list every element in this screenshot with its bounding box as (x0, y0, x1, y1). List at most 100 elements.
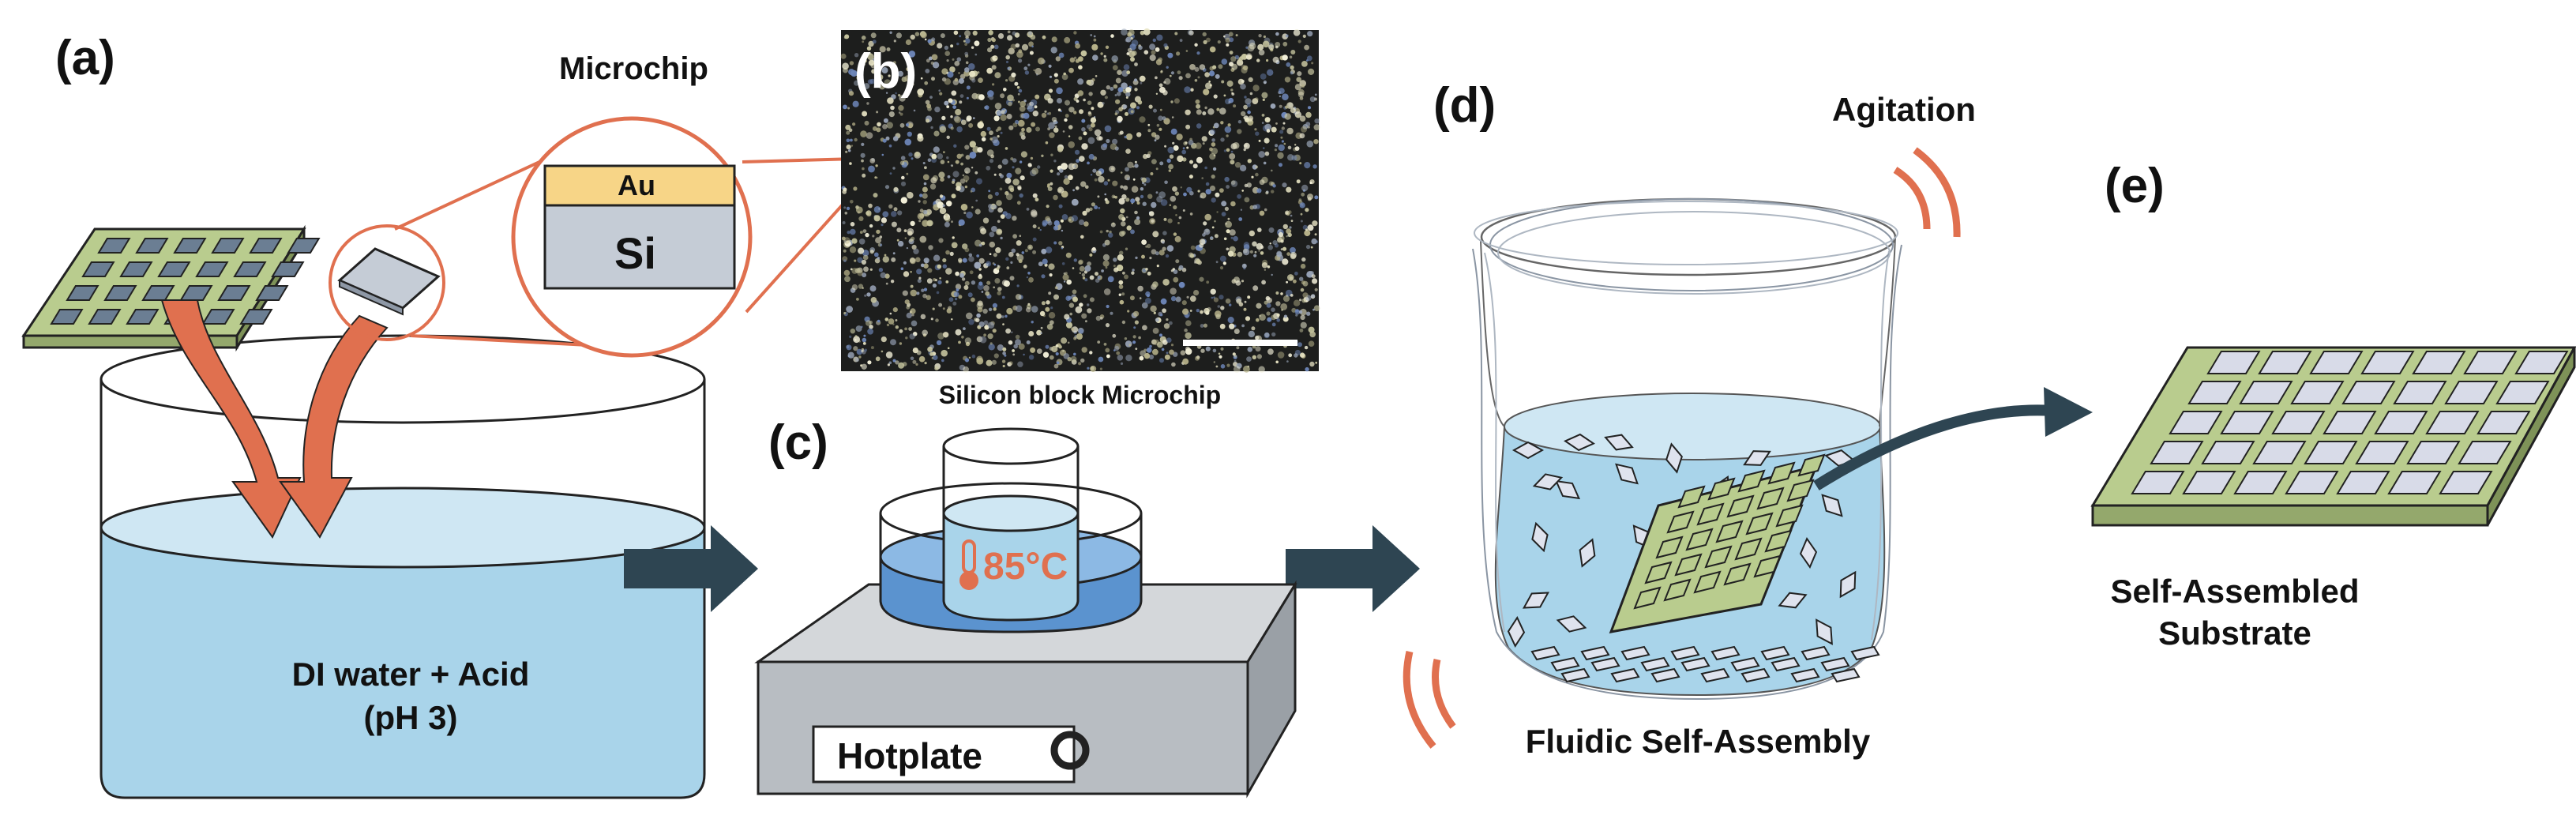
particle (1032, 237, 1037, 242)
particle (1145, 245, 1148, 248)
particle (1125, 167, 1129, 172)
particle (996, 200, 1002, 206)
particle (1038, 57, 1045, 65)
particle (1100, 317, 1103, 320)
particle (1243, 248, 1250, 256)
particle (1282, 54, 1288, 61)
particle (1194, 66, 1200, 72)
particle (993, 353, 999, 359)
particle (1225, 220, 1232, 228)
settled-chip (1771, 656, 1801, 672)
particle (1073, 111, 1077, 115)
particle (860, 364, 863, 367)
particle (1005, 257, 1009, 261)
assembled-chip (2187, 381, 2242, 404)
particle (1016, 51, 1023, 58)
substrate-pocket (1734, 537, 1763, 561)
particle (1026, 208, 1030, 211)
particle (1263, 80, 1267, 85)
particle (1007, 35, 1013, 41)
particle (920, 32, 927, 39)
particle (1130, 57, 1135, 62)
particle (1149, 43, 1156, 51)
particle (969, 141, 977, 148)
particle (1229, 303, 1232, 306)
particle (1155, 191, 1158, 194)
particle (842, 236, 846, 241)
particle (1007, 362, 1012, 366)
particle (1018, 58, 1023, 63)
floating-chip (1821, 494, 1843, 517)
particle (1008, 47, 1015, 54)
agitation-waves-bottom (1403, 650, 1456, 749)
particle (1030, 156, 1034, 160)
particle (1081, 118, 1086, 123)
particle (1301, 280, 1305, 285)
particle (1103, 54, 1106, 58)
particle (1044, 110, 1047, 113)
particle (1286, 62, 1291, 67)
particle (1053, 294, 1059, 300)
particle (1098, 175, 1105, 183)
particle (1113, 265, 1116, 268)
particle (1252, 241, 1257, 247)
hotplate-knob[interactable] (1050, 731, 1090, 770)
particle (863, 83, 870, 89)
particle (910, 289, 918, 297)
particle (1200, 310, 1204, 314)
particle (974, 171, 978, 175)
particle (1294, 146, 1300, 152)
particle (1080, 50, 1087, 57)
particle (910, 220, 915, 227)
particle (1259, 314, 1266, 321)
particle (1255, 346, 1261, 352)
particle (891, 211, 897, 217)
particle (1307, 194, 1313, 201)
particle (1158, 191, 1166, 199)
particle (946, 156, 949, 160)
particle (881, 153, 884, 156)
particle (860, 152, 866, 158)
particle (1118, 293, 1122, 296)
particle (968, 356, 971, 359)
particle (1117, 355, 1124, 361)
beaker-solution-label: DI water + Acid (291, 656, 530, 693)
particle (1005, 60, 1009, 64)
particle (1287, 232, 1292, 238)
particle (1196, 103, 1201, 109)
assembled-chip (2258, 351, 2312, 374)
particle (931, 77, 935, 81)
particle (985, 291, 990, 296)
particle (1300, 308, 1307, 316)
settled-chip (1790, 667, 1820, 683)
particle (850, 222, 855, 227)
particle (1258, 34, 1262, 38)
particle (1097, 101, 1104, 108)
particle (1012, 158, 1017, 163)
particle (1045, 141, 1049, 145)
particle (908, 327, 912, 331)
particle (1181, 149, 1187, 155)
substrate-pocket (287, 238, 321, 254)
particle (1117, 254, 1124, 261)
particle (1237, 194, 1241, 199)
particle (1270, 103, 1276, 109)
particle (1128, 29, 1135, 36)
particle (852, 122, 856, 126)
particle (1015, 119, 1020, 125)
particle (1073, 165, 1076, 168)
particle (1105, 348, 1110, 353)
particle (970, 190, 973, 193)
particle (1045, 306, 1050, 312)
particle (907, 231, 913, 236)
particle (991, 136, 998, 144)
particle (1001, 110, 1005, 115)
particle (932, 62, 940, 69)
particle (1081, 347, 1087, 353)
settled-chip (1740, 667, 1771, 683)
particle (1053, 119, 1057, 125)
particle (889, 31, 892, 34)
particle (965, 180, 967, 182)
particle (1278, 144, 1285, 152)
particle (893, 39, 896, 43)
